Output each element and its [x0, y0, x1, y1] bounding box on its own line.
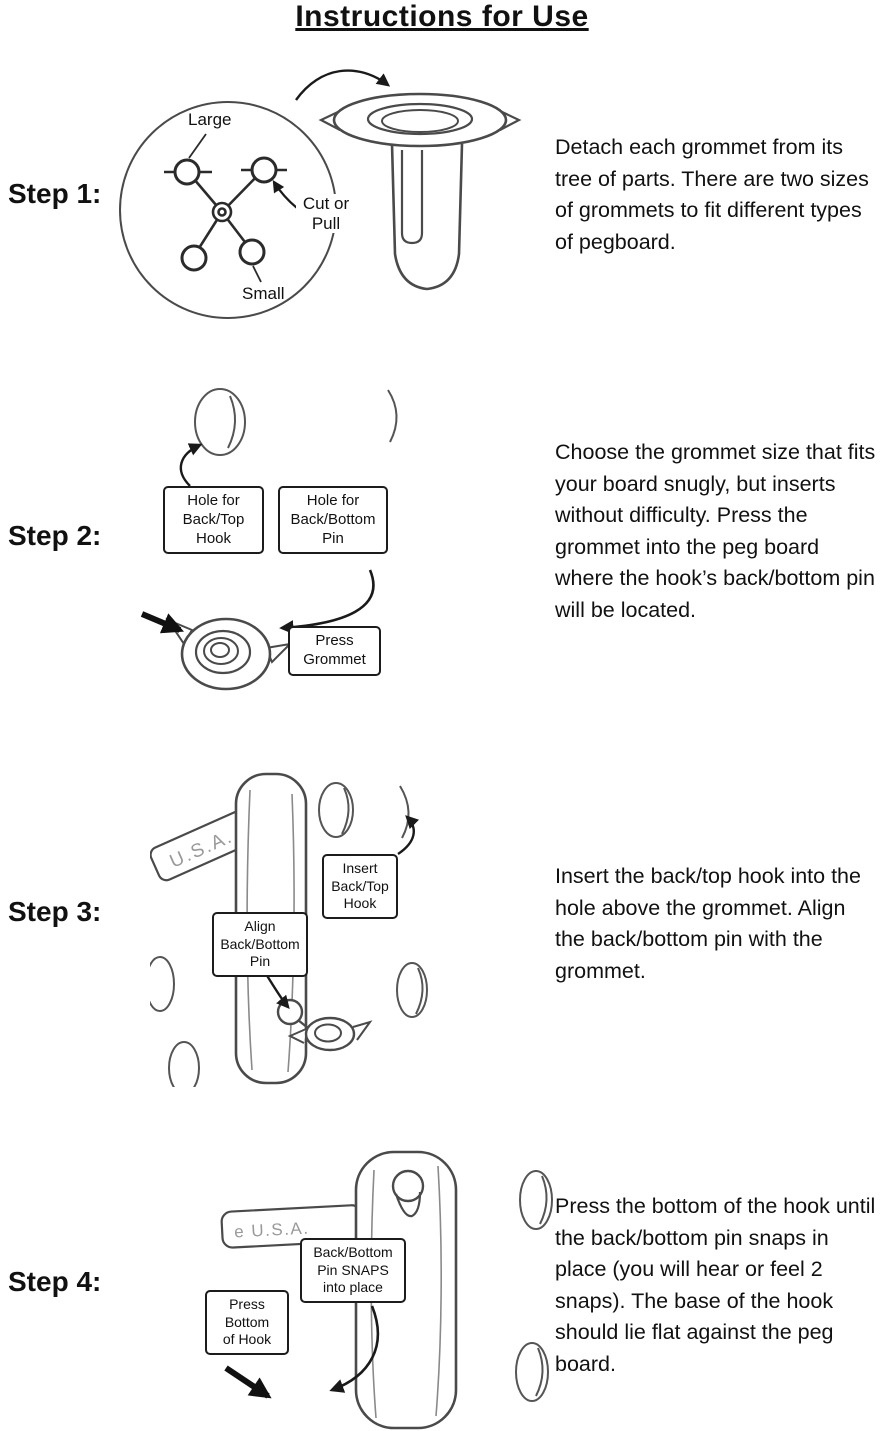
press-arrow-icon	[140, 611, 184, 634]
callout-cut-or-pull: Cut or Pull	[296, 194, 356, 234]
step-2-drawing	[140, 388, 398, 691]
step-3-illustration: U.S.A. Insert Back/Top Hook Align Back/B…	[150, 772, 490, 1087]
small-pointer-line	[252, 265, 262, 283]
step-3-description: Insert the back/top hook into the hole a…	[555, 864, 861, 983]
pegboard-holes	[194, 388, 398, 456]
callout-hole-back-bottom: Hole for Back/Bottom Pin	[278, 486, 388, 555]
detach-arrow-icon	[295, 69, 391, 101]
pegboard-holes	[150, 782, 428, 1087]
snap-arrow-icon	[329, 1305, 380, 1393]
grommet-arrow-icon	[279, 569, 375, 635]
hook-keyhole	[391, 1169, 425, 1203]
callout-small: Small	[242, 284, 285, 303]
grommet-drawing	[318, 92, 522, 291]
pegboard-holes	[515, 1170, 553, 1402]
step-3-drawing: U.S.A.	[150, 772, 428, 1087]
insert-arrow-icon	[397, 815, 420, 855]
step-1-illustration: Large Cut or Pull Small	[100, 58, 530, 348]
grommet-side-drawing	[165, 617, 293, 691]
hook-bar-drawing	[354, 1150, 458, 1430]
step-4-illustration: e U.S.A. Back/Bottom Pin SNAPS into plac…	[180, 1150, 560, 1431]
cut-arrow-icon	[272, 179, 298, 209]
step-1-drawing	[119, 69, 522, 319]
step-4-drawing: e U.S.A.	[220, 1150, 553, 1430]
large-pointer-line	[188, 133, 207, 159]
callout-large: Large	[188, 110, 232, 129]
usa-stamp-text: e U.S.A.	[234, 1219, 310, 1242]
step-2-label: Step 2:	[8, 520, 102, 551]
parts-tree-circle-drawing	[119, 101, 337, 319]
callout-press-bottom: Press Bottom of Hook	[205, 1290, 289, 1355]
callout-pin-snaps: Back/Bottom Pin SNAPS into place	[300, 1238, 406, 1303]
hole-arrow-icon	[179, 443, 203, 487]
step-1-description: Detach each grommet from its tree of par…	[555, 135, 869, 254]
step-4-description: Press the bottom of the hook until the b…	[555, 1194, 876, 1376]
step-3-label: Step 3:	[8, 896, 102, 927]
page-title: Instructions for Use	[295, 0, 589, 33]
press-bottom-arrow-icon	[224, 1365, 272, 1399]
step-4-label: Step 4:	[8, 1266, 102, 1297]
align-arrow-icon	[264, 973, 290, 1010]
callout-press-grommet: Press Grommet	[288, 626, 381, 676]
callout-insert-hook: Insert Back/Top Hook	[322, 854, 398, 919]
callout-align-pin: Align Back/Bottom Pin	[212, 912, 308, 977]
callout-hole-back-top: Hole for Back/Top Hook	[163, 486, 264, 555]
step-2-illustration: Hole for Back/Top Hook Hole for Back/Bot…	[140, 368, 510, 703]
step-1-label: Step 1:	[8, 178, 102, 209]
step-2-description: Choose the grommet size that fits your b…	[555, 440, 876, 622]
hook-base-plate-drawing: e U.S.A.	[220, 1204, 364, 1249]
